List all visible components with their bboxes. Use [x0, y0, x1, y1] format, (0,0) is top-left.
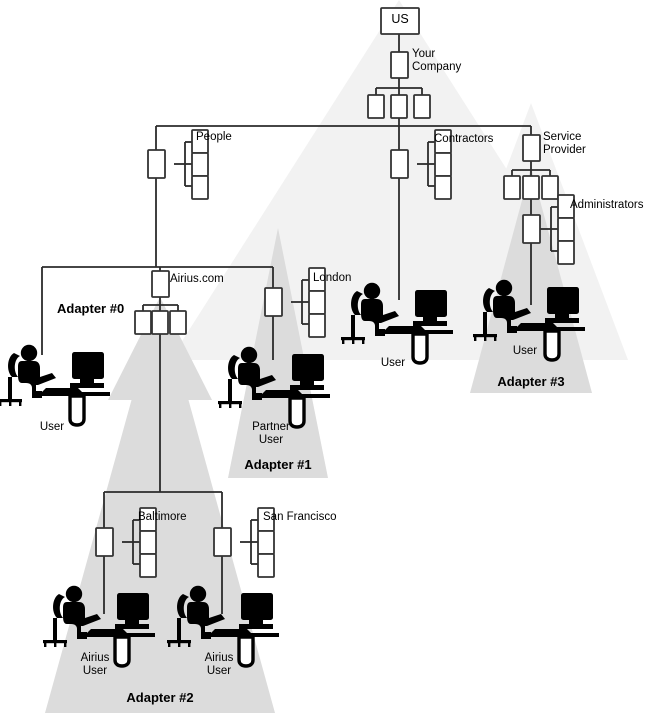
label-adapter-2: Adapter #2 — [126, 690, 194, 705]
node-company-leaf-1 — [367, 94, 385, 119]
node-service-provider — [522, 134, 541, 162]
node-airius-leaf-1 — [134, 310, 152, 335]
node-airius-leaf-3 — [169, 310, 187, 335]
node-company-leaf-2 — [390, 94, 408, 119]
node-administrators-leaf-2 — [557, 217, 575, 242]
label-adapter-3: Adapter #3 — [497, 374, 565, 389]
cone-adapter2 — [45, 297, 275, 713]
label-node-san-francisco: San Francisco — [263, 511, 337, 523]
node-contractors-leaf-2 — [434, 152, 452, 177]
label-user-adapter3: User — [512, 345, 538, 357]
label-node-your-company: Your Company — [412, 48, 462, 73]
label-node-administrators: Administrators — [570, 199, 644, 211]
node-baltimore-parent — [95, 527, 114, 557]
label-node-us: US — [391, 12, 409, 26]
node-sanfrancisco-leaf-2 — [257, 530, 275, 555]
node-london-parent — [264, 287, 283, 317]
node-sp-leaf-3 — [541, 175, 559, 200]
label-user-sanfrancisco: Airius User — [204, 652, 234, 677]
label-node-airius: Airius.com — [170, 273, 224, 285]
node-airius-leaf-2 — [151, 310, 169, 335]
node-london-leaf-3 — [308, 313, 326, 338]
tree-edges — [41, 34, 558, 614]
node-sanfrancisco-parent — [213, 527, 232, 557]
label-user-contractors: User — [380, 357, 406, 369]
node-sp-leaf-2 — [522, 175, 540, 200]
node-administrators-leaf-3 — [557, 240, 575, 265]
label-user-baltimore: Airius User — [80, 652, 110, 677]
node-contractors-parent — [390, 149, 409, 179]
tree-nodes — [95, 7, 575, 578]
label-node-service-provider: Service Provider — [543, 131, 586, 156]
node-airius — [151, 270, 170, 298]
node-sanfrancisco-leaf-3 — [257, 553, 275, 578]
node-baltimore-leaf-3 — [139, 553, 157, 578]
node-us — [380, 7, 420, 35]
node-sp-leaf-1 — [503, 175, 521, 200]
node-people-leaf-2 — [191, 152, 209, 177]
label-adapter-1: Adapter #1 — [244, 457, 312, 472]
label-adapter-0: Adapter #0 — [57, 301, 125, 316]
node-people-leaf-3 — [191, 175, 209, 200]
label-node-people: People — [196, 131, 232, 143]
label-node-contractors: Contractors — [434, 133, 494, 145]
node-administrators-parent — [522, 214, 541, 244]
node-contractors-leaf-3 — [434, 175, 452, 200]
workstation-adapter0 — [0, 343, 112, 427]
label-user-adapter0: User — [39, 421, 65, 433]
node-baltimore-leaf-2 — [139, 530, 157, 555]
node-people-parent — [147, 149, 166, 179]
node-your-company — [390, 51, 409, 79]
label-node-baltimore: Baltimore — [138, 511, 187, 523]
node-london-leaf-2 — [308, 290, 326, 315]
label-user-adapter1: Partner User — [252, 421, 290, 446]
label-node-london: London — [313, 272, 352, 284]
node-company-leaf-3 — [413, 94, 431, 119]
